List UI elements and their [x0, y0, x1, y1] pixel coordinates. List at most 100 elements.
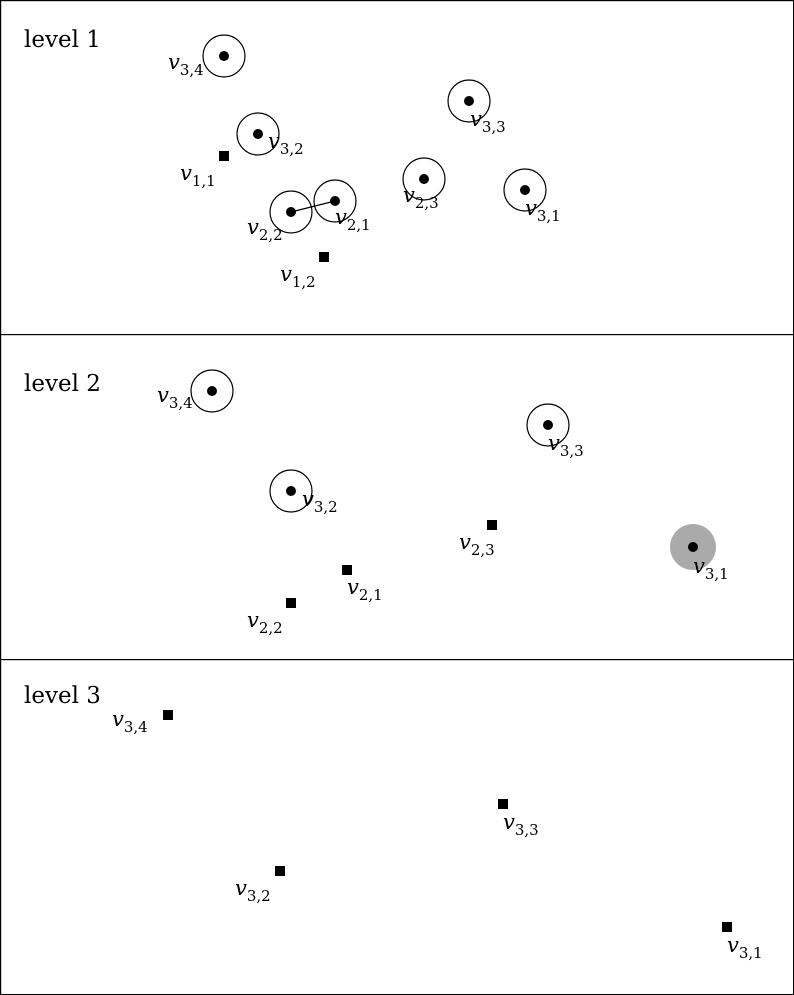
- vertex-ring: [269, 469, 313, 513]
- vertex-square: [498, 799, 508, 809]
- vertex-square: [219, 151, 229, 161]
- vertex-label-name: v: [470, 107, 482, 131]
- vertex-label-name: v: [180, 161, 192, 185]
- vertex-ring: [202, 34, 246, 78]
- panel-frame: [0, 0, 794, 336]
- vertex-ring: [190, 369, 234, 413]
- vertex-label: v1,2: [280, 262, 316, 291]
- edge: [290, 200, 336, 213]
- vertex-label-name: v: [157, 383, 169, 407]
- vertex-v-3-4: v3,4: [112, 707, 173, 736]
- vertex-label-subscript: 2,2: [259, 619, 283, 637]
- vertex-label: v2,1: [335, 205, 371, 234]
- vertex-dot: [520, 185, 530, 195]
- vertex-label-name: v: [403, 183, 415, 207]
- level-title: level 1: [24, 27, 101, 53]
- vertex-label-subscript: 3,3: [515, 821, 539, 839]
- vertex-label-name: v: [268, 129, 280, 153]
- vertex-v-3-2: v3,2: [236, 112, 304, 158]
- vertex-label-subscript: 2,1: [347, 216, 371, 234]
- vertex-label-subscript: 3,2: [280, 140, 304, 158]
- vertex-dot: [688, 542, 698, 552]
- vertex-label-subscript: 1,2: [292, 273, 316, 291]
- vertex-label: v3,4: [168, 50, 204, 79]
- vertex-square: [342, 565, 352, 575]
- vertex-v-3-3: v3,3: [498, 799, 539, 839]
- vertex-v-2-1: v2,1: [313, 179, 371, 234]
- vertex-label-name: v: [302, 487, 314, 511]
- vertex-v-2-3: v2,3: [459, 520, 497, 559]
- vertex-label-subscript: 3,3: [560, 442, 584, 460]
- vertex-dot: [330, 196, 340, 206]
- vertex-label: v3,2: [268, 129, 304, 158]
- vertex-label-name: v: [168, 50, 180, 74]
- vertex-dot: [286, 486, 296, 496]
- vertex-label-subscript: 3,4: [169, 394, 193, 412]
- vertex-v-3-1: v3,1: [670, 524, 729, 583]
- vertex-square: [722, 922, 732, 932]
- vertex-v-3-4: v3,4: [168, 34, 246, 79]
- vertex-label: v2,2: [247, 608, 283, 637]
- panel-frame: [0, 658, 794, 995]
- vertex-label-name: v: [247, 215, 259, 239]
- vertex-label: v2,3: [459, 530, 495, 559]
- vertex-square: [275, 866, 285, 876]
- vertex-v-1-1: v1,1: [180, 151, 229, 190]
- vertex-label-subscript: 2,1: [359, 586, 383, 604]
- vertex-label: v3,2: [302, 487, 338, 516]
- vertex-label-subscript: 3,1: [537, 207, 561, 225]
- vertex-v-3-1: v3,1: [722, 922, 763, 962]
- vertex-label-name: v: [525, 196, 537, 220]
- vertex-label-name: v: [727, 933, 739, 957]
- vertex-label: v3,1: [693, 554, 729, 583]
- level-title: level 2: [24, 371, 101, 397]
- vertex-ring: [526, 403, 570, 447]
- vertex-label: v3,2: [235, 876, 271, 905]
- vertex-dot: [464, 96, 474, 106]
- vertex-v-2-2: v2,2: [247, 190, 313, 244]
- vertex-label-name: v: [503, 810, 515, 834]
- vertex-square: [163, 710, 173, 720]
- vertex-label-subscript: 3,2: [314, 498, 338, 516]
- level-panel-3: level 3v3,4v3,3v3,2v3,1: [0, 658, 794, 995]
- vertex-v-3-4: v3,4: [157, 369, 234, 413]
- vertex-dot: [219, 51, 229, 61]
- vertex-label: v2,1: [347, 575, 383, 604]
- vertex-label: v2,3: [403, 183, 439, 212]
- vertex-label-name: v: [548, 431, 560, 455]
- vertex-label-subscript: 3,1: [739, 944, 763, 962]
- vertex-label: v2,2: [247, 215, 283, 244]
- vertex-ring: [236, 112, 280, 156]
- vertex-square: [487, 520, 497, 530]
- vertex-dot: [543, 420, 553, 430]
- vertex-ring: [269, 190, 313, 234]
- vertex-label-subscript: 2,3: [415, 194, 439, 212]
- vertex-ring: [447, 79, 491, 123]
- vertex-label-subscript: 2,2: [259, 226, 283, 244]
- vertex-label: v3,3: [470, 107, 506, 136]
- vertex-label-subscript: 3,2: [247, 887, 271, 905]
- vertex-v-3-1: v3,1: [503, 168, 561, 225]
- vertex-label-subscript: 2,3: [471, 541, 495, 559]
- vertex-label-name: v: [247, 608, 259, 632]
- vertex-label-name: v: [693, 554, 705, 578]
- vertex-square: [286, 598, 296, 608]
- vertex-dot: [286, 207, 296, 217]
- vertex-label-subscript: 3,3: [482, 118, 506, 136]
- vertex-v-2-3: v2,3: [402, 157, 446, 212]
- vertex-label-name: v: [335, 205, 347, 229]
- vertex-label-subscript: 3,4: [124, 718, 148, 736]
- vertex-label: v3,1: [727, 933, 763, 962]
- vertex-label-name: v: [112, 707, 124, 731]
- level-title: level 3: [24, 683, 101, 709]
- vertex-label-subscript: 3,4: [180, 61, 204, 79]
- vertex-dot: [419, 174, 429, 184]
- vertex-v-2-2: v2,2: [247, 598, 296, 637]
- vertex-label-subscript: 1,1: [192, 172, 216, 190]
- vertex-dot: [253, 129, 263, 139]
- vertex-v-3-2: v3,2: [235, 866, 285, 905]
- vertex-label: v3,4: [157, 383, 193, 412]
